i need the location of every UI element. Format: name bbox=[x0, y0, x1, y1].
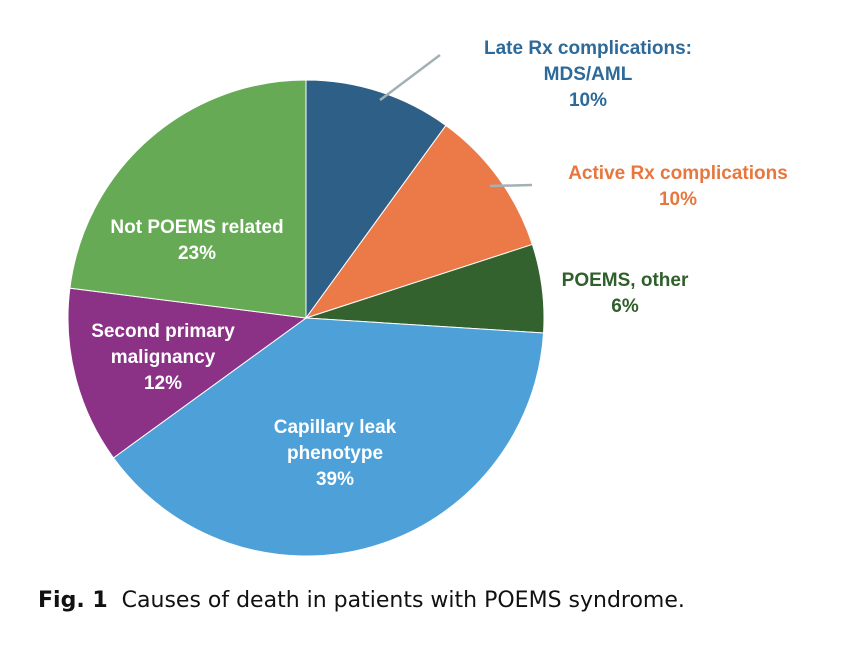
slice-label-line-5-0: Not POEMS related bbox=[110, 217, 283, 238]
pie-slice-0 bbox=[305, 79, 447, 320]
pie-slice-1 bbox=[304, 124, 533, 319]
slice-label-line-0-1: MDS/AML bbox=[544, 64, 633, 85]
slice-label-0: Late Rx complications: MDS/AML 10% bbox=[484, 38, 692, 111]
slice-value-3: 39% bbox=[316, 469, 354, 490]
figure-label: Fig. 1 bbox=[38, 588, 108, 613]
slice-value-0: 10% bbox=[569, 90, 607, 111]
caption-text: Causes of death in patients with POEMS s… bbox=[121, 588, 685, 613]
slice-label-line-1-0: Active Rx complications bbox=[568, 163, 788, 184]
slice-value-1: 10% bbox=[659, 189, 697, 210]
slice-value-2: 6% bbox=[611, 296, 639, 317]
slice-label-line-3-1: phenotype bbox=[287, 443, 383, 464]
pie-slice-4 bbox=[67, 287, 308, 459]
slice-label-line-0-0: Late Rx complications: bbox=[484, 38, 692, 59]
slice-label-line-2-0: POEMS, other bbox=[562, 270, 689, 291]
leader-line-0 bbox=[379, 54, 441, 101]
slice-label-2: POEMS, other 6% bbox=[562, 270, 689, 317]
pie-slice-3 bbox=[112, 317, 545, 557]
slice-label-line-4-1: malignancy bbox=[111, 347, 216, 368]
figure-caption: Fig. 1 Causes of death in patients with P… bbox=[38, 588, 685, 613]
slice-label-line-4-0: Second primary bbox=[91, 321, 235, 342]
slice-label-3: Capillary leak phenotype 39% bbox=[274, 417, 397, 490]
slice-label-1: Active Rx complications 10% bbox=[568, 163, 788, 210]
slice-label-4: Second primary malignancy 12% bbox=[91, 321, 235, 394]
slice-value-4: 12% bbox=[144, 373, 182, 394]
slice-label-line-3-0: Capillary leak bbox=[274, 417, 397, 438]
slice-value-5: 23% bbox=[178, 243, 216, 264]
pie-slice-5 bbox=[69, 79, 307, 319]
slice-label-5: Not POEMS related 23% bbox=[110, 217, 283, 264]
leader-line-1 bbox=[489, 183, 533, 188]
